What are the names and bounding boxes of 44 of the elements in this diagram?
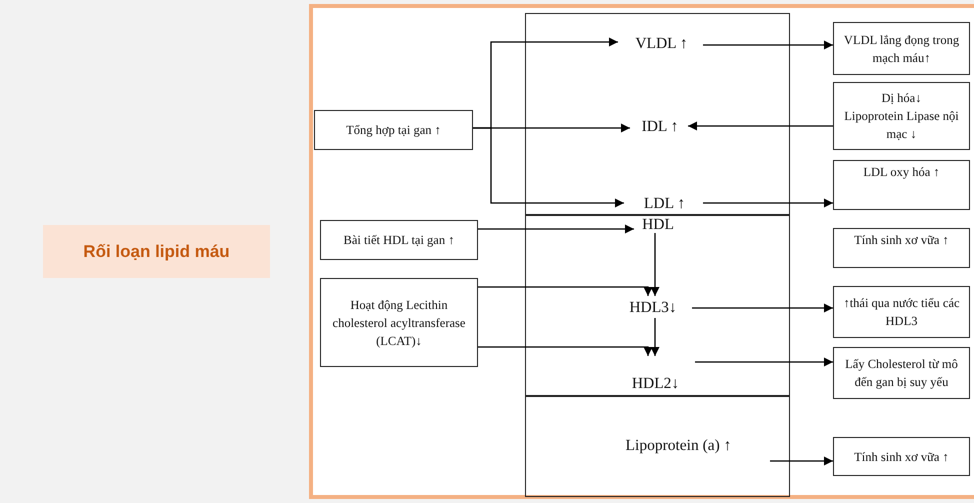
process-box <box>320 278 478 367</box>
topic-box: Rối loạn lipid máu <box>43 225 270 278</box>
column-section <box>525 396 790 497</box>
column-section <box>525 215 790 396</box>
arrow <box>703 198 833 208</box>
box-label: Hoạt động Lecithin cholesterol acyltransferase (LCAT)↓ <box>332 296 466 350</box>
column-section <box>525 13 790 215</box>
arrow <box>478 346 652 356</box>
process-box <box>833 82 970 150</box>
lipoprotein-label: Lipoprotein (a) ↑ <box>586 437 771 467</box>
arrow <box>473 127 624 208</box>
process-box <box>833 228 970 268</box>
arrow <box>703 40 833 50</box>
lipoprotein-label: HDL3↓ <box>613 297 693 319</box>
lipoprotein-label: VLDL ↑ <box>619 34 704 54</box>
arrow <box>650 318 660 356</box>
lipoprotein-label: IDL ↑ <box>631 117 689 137</box>
arrow <box>692 304 833 312</box>
lipoprotein-label: HDL <box>635 216 681 234</box>
process-box <box>833 160 970 210</box>
arrow <box>695 358 833 366</box>
box-label: Bài tiết HDL tại gan ↑ <box>344 232 454 249</box>
arrow <box>688 122 833 130</box>
process-box <box>320 220 478 260</box>
process-box <box>833 286 970 338</box>
box-label: Tính sinh xơ vữa ↑ <box>854 232 949 249</box>
box-label: Lipoprotein Lipase nội mạc ↓ <box>843 108 960 143</box>
lipoprotein-label: LDL ↑ <box>625 194 704 214</box>
box-label: VLDL lắng đọng trong mạch máu↑ <box>842 32 960 66</box>
arrow <box>770 456 833 466</box>
arrow <box>478 224 634 234</box>
box-label: Tính sinh xơ vữa ↑ <box>854 448 949 466</box>
box-label: LDL oxy hóa ↑ <box>863 164 940 181</box>
arrow <box>650 233 660 296</box>
process-box <box>833 347 970 399</box>
box-label: Tổng hợp tại gan ↑ <box>346 122 441 139</box>
box-label: Dị hóa↓ <box>882 90 922 107</box>
process-box <box>833 22 970 75</box>
lipoprotein-label: HDL2↓ <box>615 357 696 393</box>
arrow <box>478 286 652 296</box>
box-label: Lấy Cholesterol từ mô đến gan bị suy yếu <box>844 356 959 391</box>
process-box <box>314 110 473 150</box>
box-label: ↑thái qua nước tiểu các HDL3 <box>842 295 961 330</box>
process-box <box>833 437 970 476</box>
